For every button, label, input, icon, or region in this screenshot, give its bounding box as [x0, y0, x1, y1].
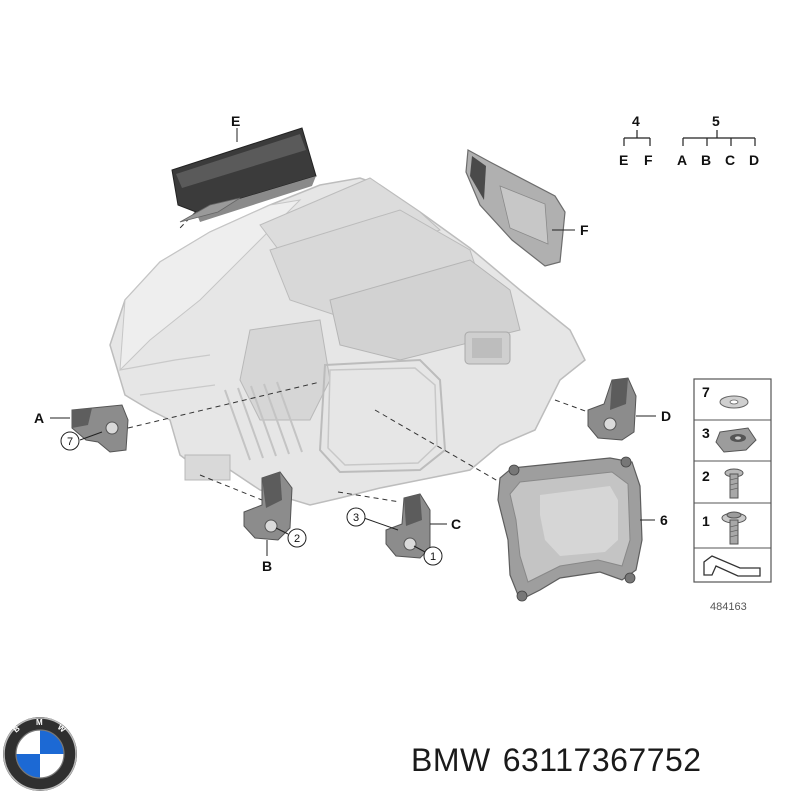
tree-group5-child-a: A — [677, 152, 687, 168]
parts-panel: 7 3 2 1 — [693, 378, 772, 613]
callout-a: A — [34, 410, 44, 426]
bracket-b: B 2 — [243, 471, 307, 574]
tree-group5-child-c: C — [725, 152, 735, 168]
footer-part-info: BMW 63117367752 — [411, 742, 714, 779]
tree-group4-child-f: F — [644, 152, 653, 168]
group-tree: 4 E F 5 A B C D — [619, 113, 759, 168]
headlight-housing-icon — [109, 177, 586, 506]
callout-1-c: 1 — [430, 551, 436, 563]
reference-number: 484163 — [710, 601, 747, 613]
part-e-cover: E — [171, 113, 317, 223]
callout-7-a: 7 — [67, 436, 73, 448]
part-f-bracket: F — [465, 149, 589, 267]
tree-group4-root: 4 — [632, 113, 640, 129]
callout-e: E — [231, 113, 240, 129]
arrow-icon — [703, 555, 761, 577]
clip-nut-icon — [715, 427, 757, 453]
callout-f: F — [580, 222, 589, 238]
panel-item-1-label: 1 — [702, 513, 710, 529]
callout-c: C — [451, 516, 461, 532]
bolt-icon — [724, 468, 744, 499]
callout-b: B — [262, 558, 272, 574]
tree-group4-child-e: E — [619, 152, 628, 168]
callout-6: 6 — [660, 512, 668, 528]
tree-group5-child-d: D — [749, 152, 759, 168]
bracket-d: D — [587, 377, 671, 441]
svg-text:W: W — [56, 723, 68, 735]
panel-item-2-label: 2 — [702, 468, 710, 484]
panel-item-7-label: 7 — [702, 384, 710, 400]
bolt-washer-icon — [721, 511, 747, 545]
callout-d: D — [661, 408, 671, 424]
brand-name: BMW — [411, 742, 491, 778]
tree-group5-root: 5 — [712, 113, 720, 129]
leader-lines — [127, 191, 589, 503]
callout-3-c: 3 — [353, 512, 359, 524]
tree-group5-child-b: B — [701, 152, 711, 168]
panel-item-3-label: 3 — [702, 425, 710, 441]
part-number: 63117367752 — [502, 742, 702, 778]
bracket-a: A 7 — [34, 404, 129, 453]
bracket-c: C 3 1 — [346, 493, 461, 566]
svg-text:B: B — [12, 724, 22, 735]
part-6-cover: 6 — [497, 456, 668, 602]
callout-2-b: 2 — [294, 533, 300, 545]
bmw-logo-icon: B M W — [3, 717, 77, 791]
svg-text:M: M — [36, 718, 43, 727]
